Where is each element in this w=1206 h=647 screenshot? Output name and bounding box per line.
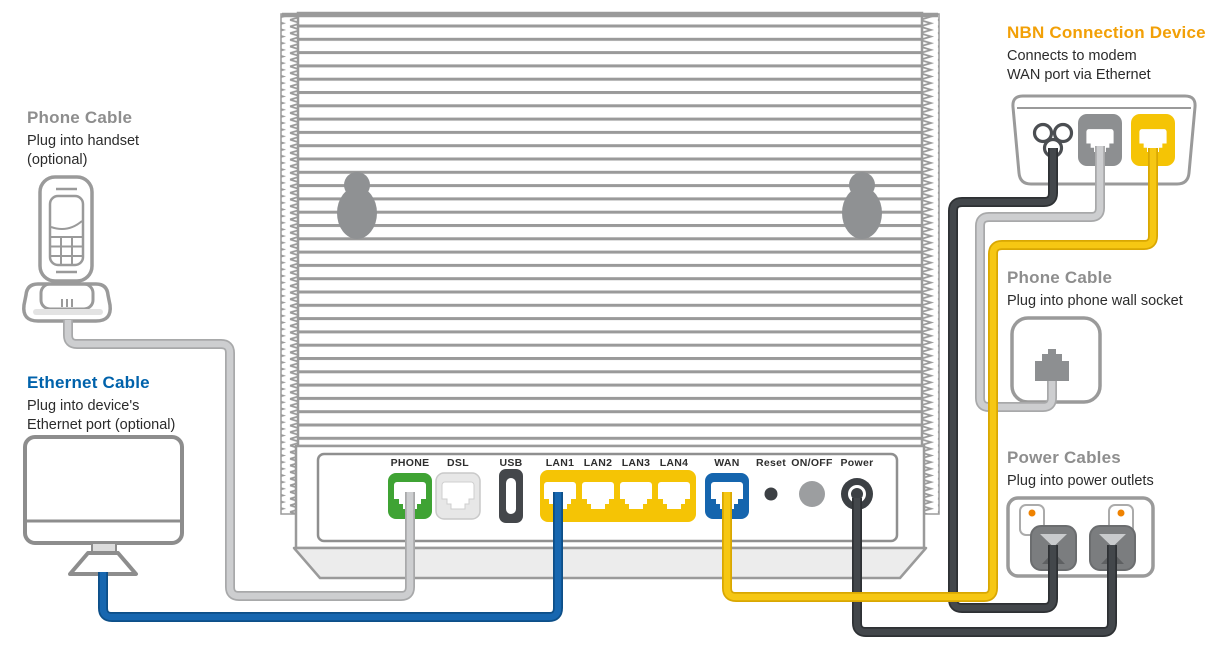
- power-cable-nbn: [948, 148, 1058, 613]
- ethernet-cable-device: [98, 492, 563, 622]
- port-label-reset: Reset: [756, 457, 786, 469]
- port-label-phone: PHONE: [391, 457, 430, 469]
- port-usb: [499, 469, 523, 523]
- ethernet-cable-nbn-wan: [722, 148, 1158, 602]
- wall-mount-keyhole-left: [337, 172, 377, 239]
- fin-edge-left: [280, 13, 299, 515]
- ventilation-ridges: [296, 11, 924, 448]
- phone-cable-wall-socket: [975, 146, 1105, 412]
- port-label-lan2: LAN2: [584, 457, 613, 469]
- port-label-dsl: DSL: [447, 457, 469, 469]
- port-label-onoff: ON/OFF: [791, 457, 833, 469]
- switch-indicator-dot: [1117, 509, 1125, 517]
- port-label-lan3: LAN3: [622, 457, 651, 469]
- phone-handset: [22, 175, 112, 323]
- fin-edge-right: [921, 13, 940, 515]
- modem-router: PHONE DSL USB LAN1 LAN2 LAN3 LAN4 WAN Re…: [280, 11, 940, 580]
- port-label-power: Power: [840, 457, 873, 469]
- port-label-usb: USB: [499, 457, 522, 469]
- switch-indicator-dot: [1028, 509, 1036, 517]
- wall-mount-keyhole-right: [842, 172, 882, 239]
- port-lan-group: [540, 470, 696, 522]
- power-cable-modem: [852, 498, 1117, 637]
- device-lan-port: [1078, 114, 1122, 166]
- cables: [63, 146, 1158, 637]
- port-label-lan1: LAN1: [546, 457, 575, 469]
- base-pedestal: [292, 546, 928, 580]
- port-label-wan: WAN: [714, 457, 739, 469]
- device-wan-port: [1131, 114, 1175, 166]
- nbn-connection-device: [1011, 94, 1197, 186]
- on-off-button: [799, 481, 825, 507]
- port-label-lan4: LAN4: [660, 457, 689, 469]
- reset-button: [764, 487, 778, 501]
- phone-cable-handset: [63, 320, 415, 601]
- computer-monitor: [23, 435, 184, 576]
- power-outlet: [1006, 496, 1155, 578]
- wall-socket-jack-icon: [1035, 349, 1069, 381]
- port-dsl: [435, 472, 481, 520]
- monitor-stand: [68, 551, 138, 576]
